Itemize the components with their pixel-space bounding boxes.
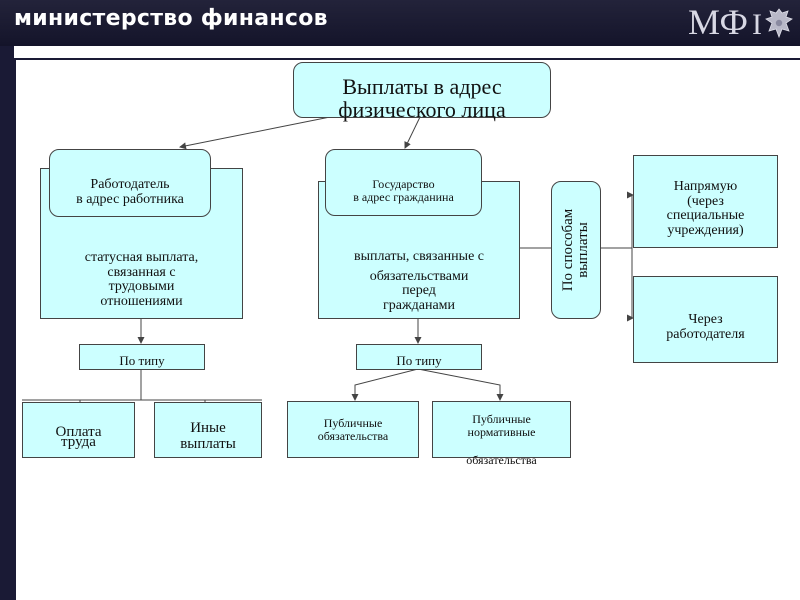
direct-option-line3: специальные [666,208,745,224]
employer-option-line2: работодателя [666,326,745,342]
salary-leaf-line1: Оплата [55,424,102,440]
middle-bytype-label: По типу [396,353,442,368]
other-payments-leaf: Иные выплаты [154,402,262,458]
edge-mid-leaf2 [417,368,504,401]
public-normative-line1: Публичные [472,412,531,426]
left-bytype-box: По типу [79,344,205,370]
state-header-node: Государство в адрес гражданина [325,149,482,216]
edge-root-middle [404,116,421,149]
state-header-line2: в адрес гражданина [353,189,454,204]
public-obligations-line2: обязательства [317,428,389,443]
root-line2: физического лица [338,97,506,123]
by-method-label: По способам выплаты [560,208,591,292]
public-normative-line3: обязательства [466,453,537,468]
employer-body-line4: отношениями [100,294,183,310]
public-normative-line2: нормативные [467,424,536,439]
employer-header-node: Работодатель в адрес работника [49,149,211,217]
emblem-icon [765,8,793,39]
employer-option-line1: Через [688,312,723,327]
edge-mid-leaf1 [351,368,419,401]
state-body-line1: выплаты, связанные с [353,249,484,264]
middle-bytype-box: По типу [356,344,482,370]
root-node: Выплаты в адрес физического лица [293,62,551,123]
employer-header-line2: в адрес работника [76,191,184,207]
other-payments-line1: Иные [190,420,226,436]
employer-body-line2: связанная с [107,264,176,280]
ministry-title: министерство финансов [14,6,328,31]
state-body-line4: гражданами [382,298,456,314]
employer-option-box: Через работодателя [633,276,778,363]
by-method-node: По способам выплаты [551,181,601,319]
direct-option-line4: учреждения) [667,223,744,239]
state-header-line1: Государство [372,177,435,191]
frame-side-line [14,58,16,600]
frame-top-line [14,58,800,60]
logo-suffix: I [751,8,762,41]
root-line1: Выплаты в адрес [342,74,502,99]
by-method-line2: выплаты [575,222,591,278]
public-obligations-line1: Публичные [323,416,383,430]
public-normative-leaf: Публичные нормативные обязательства [432,401,571,466]
employer-body-line1: статусная выплата, [84,250,199,265]
edge-root-left [179,116,331,150]
salary-leaf-line2: труда [61,433,96,450]
employer-body-line3: трудовыми [108,279,175,295]
logo-letters: МФ [688,2,748,42]
left-frame-bar [0,46,14,600]
salary-leaf: Оплата труда [22,402,135,458]
direct-option-line1: Напрямую [673,179,738,194]
public-obligations-leaf: Публичные обязательства [287,401,419,458]
state-body-line3: перед [402,283,436,299]
other-payments-line2: выплаты [180,435,236,452]
employer-header-line1: Работодатель [90,177,170,192]
direct-option-box: Напрямую (через специальные учреждения) [633,155,778,248]
state-body-line2: обязательствами [369,268,469,284]
by-method-line1: По способам [560,208,576,292]
direct-option-line2: (через [687,193,724,209]
left-bytype-label: По типу [119,353,165,368]
